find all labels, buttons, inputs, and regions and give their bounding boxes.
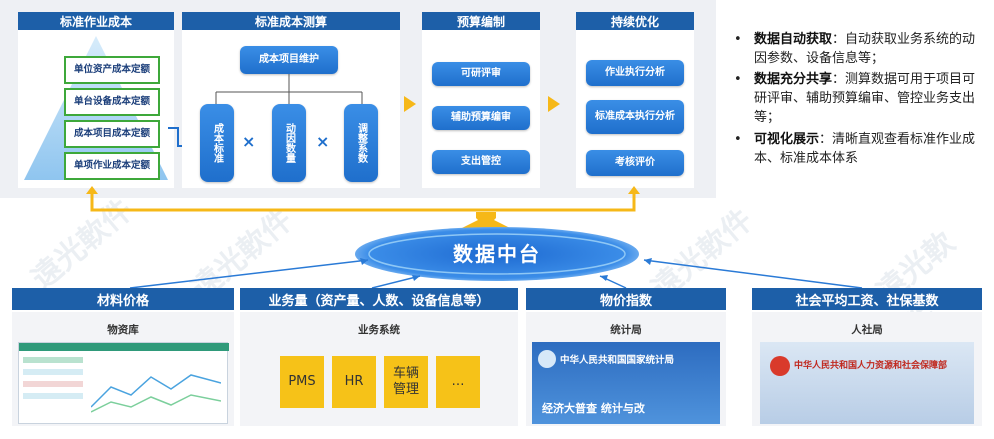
stats-banner-sub: 经济大普查 统计与改	[542, 402, 645, 415]
source-panel-social: 人社局 中华人民共和国人力资源和社会保障部	[752, 312, 982, 426]
system-box-pms: PMS	[280, 356, 324, 408]
source-sub: 业务系统	[358, 324, 400, 336]
hr-ministry-banner: 中华人民共和国人力资源和社会保障部	[760, 342, 974, 424]
panel-title: 标准作业成本	[18, 12, 174, 30]
system-box-hr: HR	[332, 356, 376, 408]
bullet-body: ：清晰直观查看标准作业成本、标准成本体系	[754, 132, 976, 166]
source-panel-price-index: 统计局 中华人民共和国国家统计局 经济大普查 统计与改	[526, 312, 726, 426]
tree-lines	[215, 74, 363, 104]
assessment-button[interactable]: 考核评价	[586, 150, 684, 176]
emblem-icon	[770, 356, 790, 376]
pyramid-item-cost-item: 成本项目成本定额	[64, 120, 160, 148]
flow-arrow	[404, 96, 416, 112]
stats-bureau-banner: 中华人民共和国国家统计局 经济大普查 统计与改	[532, 342, 720, 424]
std-cost-analysis-button[interactable]: 标准成本执行分析	[586, 100, 684, 134]
stats-banner-title: 中华人民共和国国家统计局	[560, 355, 675, 366]
multiply-icon: ×	[242, 132, 256, 151]
panel-optimize: 持续优化 作业执行分析 标准成本执行分析 考核评价	[576, 12, 694, 188]
source-panel-business: 业务系统 PMS HR 车辆管理 …	[240, 312, 518, 426]
bullet-item: • 可视化展示：清晰直观查看标准作业成本、标准成本体系	[734, 130, 988, 168]
source-sub: 统计局	[610, 324, 642, 336]
bullet-dot: •	[734, 72, 742, 87]
panel-cost-calc: 标准成本测算 成本项目维护 成本标准 × 动因数量 × 调整系数	[182, 12, 400, 188]
execution-analysis-button[interactable]: 作业执行分析	[586, 60, 684, 86]
source-sub: 物资库	[107, 324, 139, 336]
expense-control-button[interactable]: 支出管控	[432, 150, 530, 174]
bullet-item: • 数据充分共享：测算数据可用于项目可研评审、辅助预算编审、管控业务支出等；	[734, 70, 988, 127]
hr-banner-title: 中华人民共和国人力资源和社会保障部	[794, 361, 948, 371]
pyramid-item-asset: 单位资产成本定额	[64, 56, 160, 84]
panel-title: 持续优化	[576, 12, 694, 30]
bullet-body: ：自动获取业务系统的动因参数、设备信息等；	[754, 32, 976, 66]
bullet-head: 数据自动获取	[754, 32, 833, 47]
source-title-price-index: 物价指数	[526, 288, 726, 310]
source-title-business: 业务量（资产量、人数、设备信息等）	[240, 288, 518, 310]
data-hub-shape	[355, 227, 639, 281]
factor-driver-quantity[interactable]: 动因数量	[272, 104, 306, 182]
panel-budget: 预算编制 可研评审 辅助预算编审 支出管控	[422, 12, 540, 188]
stats-logo-icon	[538, 350, 556, 368]
budget-assist-button[interactable]: 辅助预算编审	[432, 106, 530, 130]
bullet-head: 数据充分共享	[754, 72, 833, 87]
panel-title: 标准成本测算	[182, 12, 400, 30]
system-box-more: …	[436, 356, 480, 408]
feedback-bracket	[86, 186, 640, 228]
pyramid-item-operation: 单项作业成本定额	[64, 152, 160, 180]
source-panel-material: 物资库	[12, 312, 234, 426]
bullet-dot: •	[734, 132, 742, 147]
source-title-material: 材料价格	[12, 288, 234, 310]
source-title-social: 社会平均工资、社保基数	[752, 288, 982, 310]
system-box-vehicle: 车辆管理	[384, 356, 428, 408]
feasibility-review-button[interactable]: 可研评审	[432, 62, 530, 86]
factor-adjust-coef[interactable]: 调整系数	[344, 104, 378, 182]
data-hub-label: 数据中台	[453, 242, 541, 266]
screenshot-thumbnail	[18, 342, 229, 424]
flow-arrow	[548, 96, 560, 112]
panel-title: 预算编制	[422, 12, 540, 30]
source-arrows	[129, 258, 863, 289]
factor-cost-standard[interactable]: 成本标准	[200, 104, 234, 182]
source-sub: 人社局	[851, 324, 883, 336]
cost-item-maintain-button[interactable]: 成本项目维护	[240, 46, 338, 74]
pyramid-item-device: 单台设备成本定额	[64, 88, 160, 116]
panel-standard-cost: 标准作业成本 单位资产成本定额 单台设备成本定额 成本项目成本定额 单项作业成本…	[18, 12, 174, 188]
bullet-body: ：测算数据可用于项目可研评审、辅助预算编审、管控业务支出等；	[754, 72, 976, 125]
multiply-icon: ×	[316, 132, 330, 151]
bullet-item: • 数据自动获取：自动获取业务系统的动因参数、设备信息等；	[734, 30, 988, 68]
bullet-head: 可视化展示	[754, 132, 820, 147]
bullet-dot: •	[734, 32, 742, 47]
